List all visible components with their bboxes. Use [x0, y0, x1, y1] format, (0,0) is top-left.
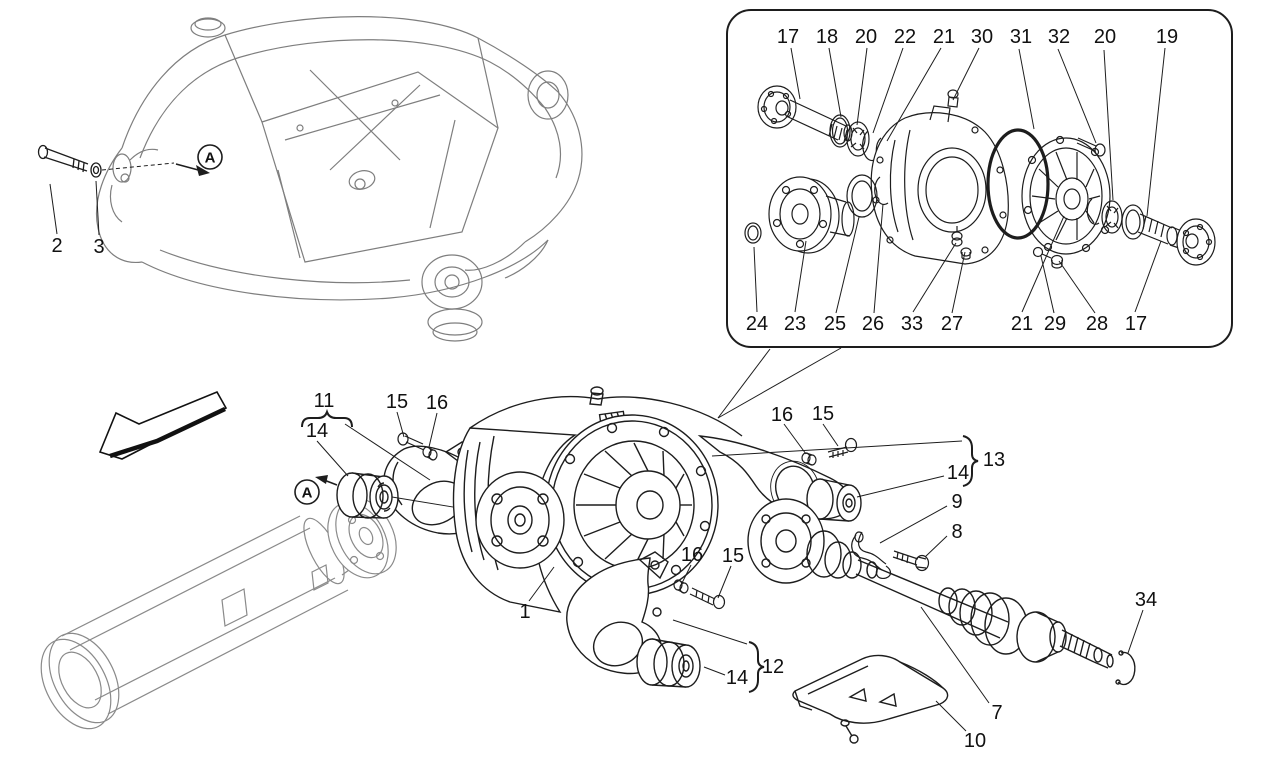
callout-axle-7: 7 [991, 702, 1002, 724]
callout-bolt-15-mid: 15 [812, 403, 834, 425]
callout-bushing-14-left: 14 [306, 420, 328, 442]
view-a-letter-main: A [302, 485, 313, 502]
view-a-letter-subframe: A [205, 150, 216, 167]
callout-group-11: 11 [314, 390, 335, 412]
callout-bolt-15-lower: 15 [722, 545, 744, 567]
bolt-15-mid [801, 437, 858, 466]
view-a-marker-main [294, 475, 338, 505]
callout-bolt-2: 2 [51, 235, 62, 257]
bushing-14-lower [636, 638, 701, 688]
gasket-ring-31 [986, 128, 1050, 240]
callout-inset-bottom-21: 21 [1011, 313, 1033, 335]
bushing-14-right [806, 478, 862, 522]
callout-inset-top-31: 31 [1010, 26, 1032, 48]
view-a-marker-subframe [101, 144, 223, 176]
driveshaft-drawing [40, 497, 397, 730]
callout-bolt-8: 8 [951, 521, 962, 543]
callout-inset-bottom-27: 27 [941, 313, 963, 335]
bushing-14-left [336, 472, 399, 519]
arrow-right-icon [196, 165, 210, 176]
callout-bushing-14-lower: 14 [726, 667, 748, 689]
callout-inset-bottom-28: 28 [1086, 313, 1108, 335]
callout-inset-top-30: 30 [971, 26, 993, 48]
callout-group-13: 13 [983, 449, 1005, 471]
callout-ring-34: 34 [1135, 589, 1157, 611]
heat-shield-10 [792, 654, 949, 744]
callout-shield-10: 10 [964, 730, 986, 752]
leader-lines [49, 47, 1166, 732]
callout-link-9: 9 [951, 491, 962, 513]
callout-inset-top-22: 22 [894, 26, 916, 48]
callout-inset-top-17: 17 [777, 26, 799, 48]
subframe-drawing [95, 16, 583, 342]
callout-inset-bottom-25: 25 [824, 313, 846, 335]
callout-nut-16-lower: 16 [681, 544, 703, 566]
link-9 [851, 531, 892, 579]
brace-12 [748, 641, 765, 693]
snap-ring-34 [1117, 651, 1136, 686]
callout-bolt-15-left: 15 [386, 391, 408, 413]
callout-group-12: 12 [762, 656, 784, 678]
bracket-11 [301, 408, 353, 428]
callout-nut-16-mid: 16 [771, 404, 793, 426]
callout-inset-top-18: 18 [816, 26, 838, 48]
inset-detail-drawing [744, 85, 1216, 269]
callout-inset-top-20b: 20 [1094, 26, 1116, 48]
callout-inset-top-20: 20 [855, 26, 877, 48]
callout-inset-bottom-29: 29 [1044, 313, 1066, 335]
callout-inset-bottom-24: 24 [746, 313, 768, 335]
callout-inset-top-19: 19 [1156, 26, 1178, 48]
inset-detail-box [726, 9, 1233, 348]
bolt-2-washer-3 [37, 144, 102, 178]
axle-shaft-7 [747, 498, 1114, 669]
callout-inset-top-32: 32 [1048, 26, 1070, 48]
callout-nut-16-left: 16 [426, 392, 448, 414]
callout-inset-top-21: 21 [933, 26, 955, 48]
arrow-left-icon [315, 475, 328, 484]
grouping-symbols [301, 408, 979, 693]
brace-13 [962, 435, 979, 487]
bolt-8 [892, 550, 930, 572]
callout-differential-1: 1 [519, 601, 530, 623]
left-output-flange [475, 471, 565, 569]
main-assembly-drawing [336, 386, 1136, 744]
callout-inset-bottom-23: 23 [784, 313, 806, 335]
callout-inset-bottom-26: 26 [862, 313, 884, 335]
callout-washer-3: 3 [93, 236, 104, 258]
direction-arrow-icon [98, 390, 228, 460]
callout-inset-bottom-17: 17 [1125, 313, 1147, 335]
callout-bushing-14-right: 14 [947, 462, 969, 484]
callout-inset-bottom-33: 33 [901, 313, 923, 335]
